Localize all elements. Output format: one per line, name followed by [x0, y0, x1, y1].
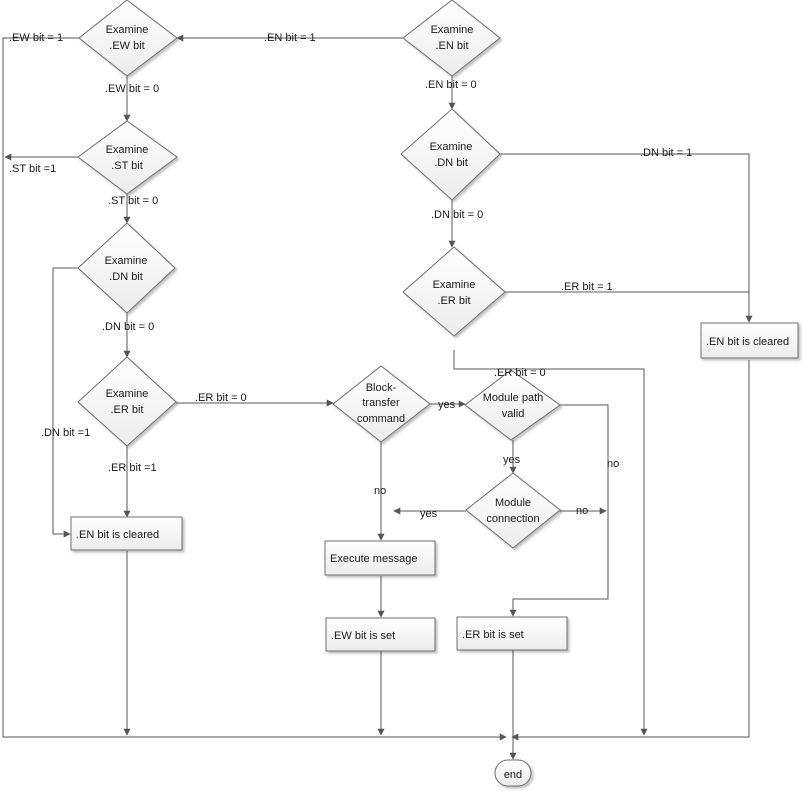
decision-block-transfer-line1: Block- [366, 382, 397, 394]
decision-examine-er-left-line2: .ER bit [110, 404, 143, 416]
decision-module-connection-line1: Module [495, 497, 531, 509]
decision-examine-dn-left-line1: Examine [105, 255, 148, 267]
decision-examine-st-line1: Examine [106, 144, 149, 156]
connector-er0-right [453, 350, 648, 736]
decision-examine-er-left: Examine .ER bit [77, 356, 177, 447]
connector-ew1-rail [2, 37, 507, 741]
process-er-set: .ER bit is set [456, 616, 568, 651]
label-er-bit-1-right: .ER bit = 1 [561, 281, 613, 293]
process-en-cleared-left-label: .EN bit is cleared [76, 529, 159, 541]
label-en-bit-1: .EN bit = 1 [264, 32, 316, 44]
process-en-cleared-right-label: .EN bit is cleared [706, 336, 789, 348]
decision-examine-en: Examine .EN bit [402, 0, 501, 77]
decision-block-transfer-line3: command [357, 413, 405, 425]
process-en-cleared-right: .EN bit is cleared [700, 322, 799, 359]
decision-examine-en-line1: Examine [431, 24, 474, 36]
label-st-bit-1: .ST bit =1 [9, 163, 56, 175]
connector-path-no [509, 404, 609, 617]
label-no-path-valid: no [607, 458, 619, 470]
label-yes-connection: yes [420, 508, 438, 520]
decision-examine-er-left-line1: Examine [106, 388, 149, 400]
decision-examine-dn-right-line1: Examine [430, 141, 473, 153]
process-en-cleared-left: .EN bit is cleared [70, 516, 183, 551]
label-yes-path-valid: yes [503, 454, 521, 466]
decision-examine-dn-right-line2: .DN bit [434, 157, 468, 169]
label-dn-bit-1-right: .DN bit = 1 [640, 147, 692, 159]
connectors [2, 34, 753, 760]
terminator-end: end [494, 759, 532, 787]
label-ew-bit-1: .EW bit = 1 [9, 32, 63, 44]
process-execute-message: Execute message [324, 540, 436, 576]
decision-examine-er-right: Examine .ER bit [402, 246, 506, 337]
decision-examine-st-line2: .ST bit [111, 160, 143, 172]
label-er-bit-1-left: .ER bit =1 [108, 462, 157, 474]
process-ew-set-label: .EW bit is set [331, 630, 395, 642]
decision-examine-st: Examine .ST bit [77, 120, 178, 195]
connector-dn1-left [52, 267, 78, 538]
decision-module-path-valid-line2: valid [502, 408, 525, 420]
label-en-bit-0: .EN bit = 0 [425, 79, 477, 91]
decision-examine-er-right-line1: Examine [433, 279, 476, 291]
decision-examine-en-line2: .EN bit [435, 40, 468, 52]
decision-block-transfer-line2: transfer [362, 397, 400, 409]
label-dn-bit-0-left: .DN bit = 0 [102, 321, 154, 333]
decision-examine-dn-left: Examine .DN bit [77, 222, 176, 314]
decision-examine-dn-left-line2: .DN bit [109, 271, 143, 283]
process-execute-message-label: Execute message [330, 553, 417, 565]
process-er-set-label: .ER bit is set [462, 629, 524, 641]
label-no-connection: no [576, 505, 588, 517]
decision-examine-ew-line1: Examine [106, 24, 149, 36]
decision-examine-er-right-line2: .ER bit [437, 295, 470, 307]
decision-module-connection: Module connection [465, 472, 561, 549]
decision-examine-ew-line2: .EW bit [109, 40, 144, 52]
label-no-block: no [374, 485, 386, 497]
decision-examine-dn-right: Examine .DN bit [400, 108, 501, 201]
edge-labels: .EW bit = 1 .EN bit = 1 .EW bit = 0 .EN … [9, 32, 692, 520]
decision-module-path-valid: Module path valid [464, 369, 561, 441]
decision-block-transfer: Block- transfer command [332, 365, 431, 443]
label-er-bit-0-right: .ER bit = 0 [494, 367, 546, 379]
process-ew-set: .EW bit is set [325, 617, 436, 652]
label-st-bit-0: .ST bit = 0 [108, 195, 158, 207]
label-ew-bit-0: .EW bit = 0 [105, 83, 159, 95]
decision-examine-ew: Examine .EW bit [78, 0, 178, 77]
connector-en-cleared-right-down [511, 360, 750, 741]
decision-module-path-valid-line1: Module path [483, 392, 544, 404]
label-yes-block: yes [438, 399, 456, 411]
decision-module-connection-line2: connection [486, 513, 539, 525]
terminator-end-label: end [504, 769, 522, 781]
label-dn-bit-0-right: .DN bit = 0 [431, 209, 483, 221]
connector-dn1-right [500, 153, 753, 323]
label-dn-bit-1-left: .DN bit =1 [41, 427, 90, 439]
label-er-bit-0-left: .ER bit = 0 [195, 392, 247, 404]
